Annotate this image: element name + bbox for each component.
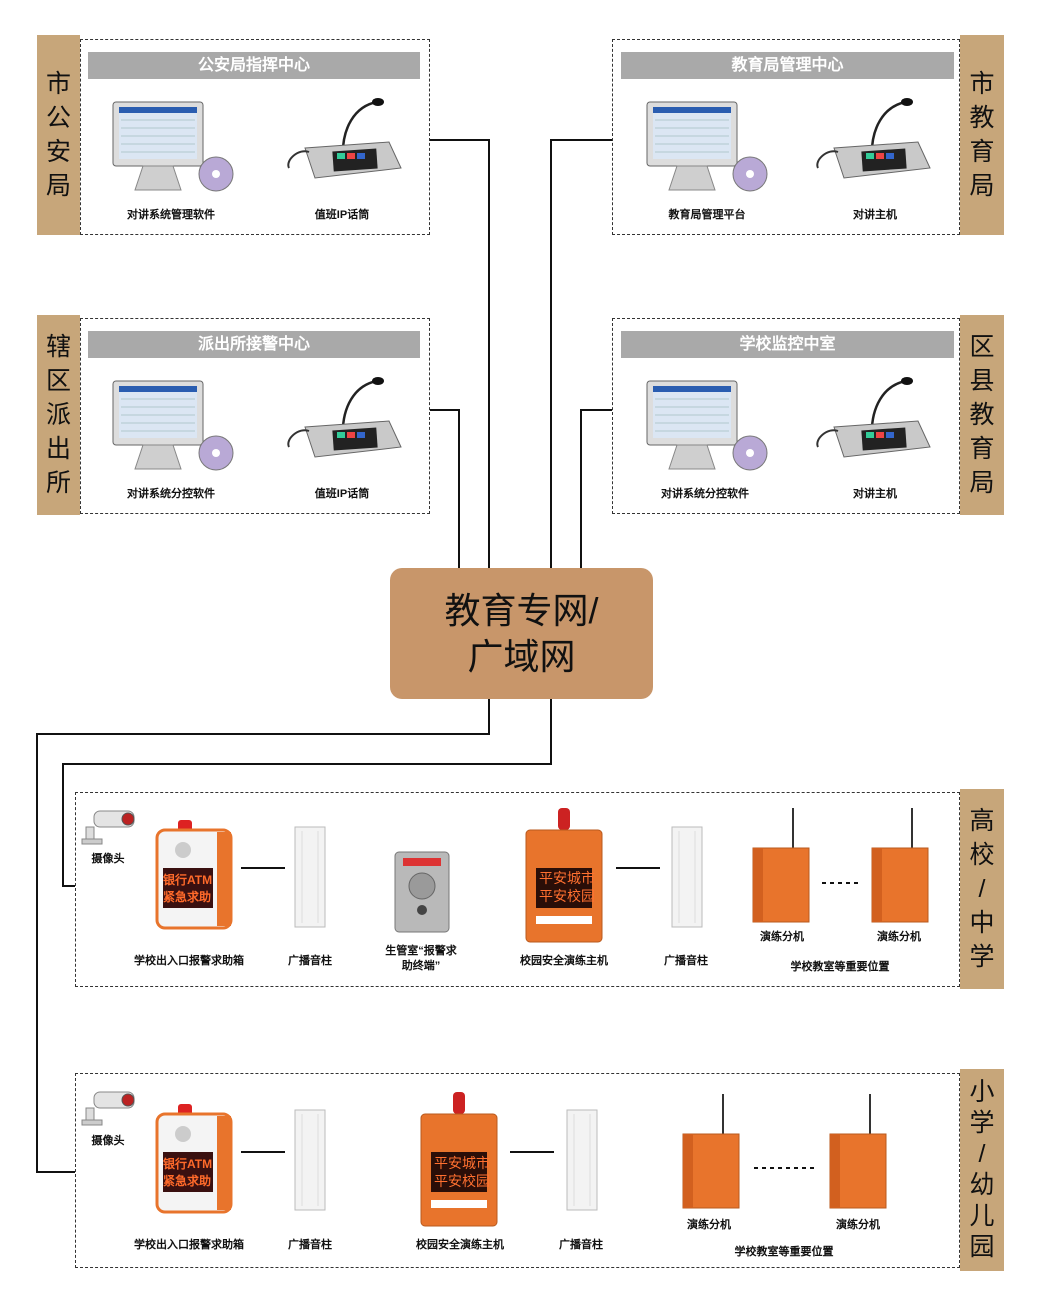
safe-led-text-2: 平安校园	[434, 1173, 490, 1189]
intercom-host-icon	[816, 98, 931, 179]
education-network-hub: 教育专网/ 广域网	[390, 568, 653, 699]
panel-primary	[75, 1073, 960, 1268]
panel-school-monitoring	[612, 318, 960, 514]
hub-line-1: 教育专网/	[444, 589, 599, 631]
connector-line	[241, 1151, 285, 1153]
atm-led-text-1: 银行ATM	[163, 873, 213, 887]
caption-speaker: 广播音柱	[664, 955, 708, 967]
caption-sub-unit: 演练分机	[760, 931, 804, 943]
side-tab-city-education: 市教 育局	[960, 35, 1004, 235]
caption-speaker: 广播音柱	[288, 1239, 332, 1251]
drill-sub-unit-icon	[752, 808, 810, 923]
connector-line	[241, 867, 285, 869]
caption-duty-mic: 值班IP话筒	[314, 209, 370, 221]
connector-line	[510, 1151, 554, 1153]
alarm-help-box-icon	[155, 820, 233, 930]
monitor-icon	[112, 380, 234, 471]
header-education-management: 教育局管理中心	[621, 52, 954, 79]
caption-sub-control-software: 对讲系统分控软件	[127, 488, 215, 500]
speaker-column-icon	[671, 826, 703, 928]
intercom-host-icon	[816, 377, 931, 458]
ip-microphone-icon	[287, 98, 402, 179]
camera-icon	[81, 1091, 135, 1126]
speaker-column-icon	[566, 1109, 598, 1211]
caption-location: 学校教室等重要位置	[734, 1246, 834, 1258]
side-tab-county-education: 区县 教育 局	[960, 315, 1004, 515]
monitor-icon	[646, 380, 768, 471]
speaker-column-icon	[294, 1109, 326, 1211]
side-tab-city-police: 市公 安局	[37, 35, 80, 235]
caption-guard-terminal: 生管室“报警求助终端”	[385, 945, 457, 972]
camera-icon	[81, 810, 135, 845]
caption-duty-mic: 值班IP话筒	[314, 488, 370, 500]
safe-led-text-1: 平安城市	[539, 870, 595, 886]
drill-sub-unit-icon	[682, 1094, 740, 1209]
atm-led-text-2: 紧急求助	[163, 890, 212, 904]
caption-education-platform: 教育局管理平台	[668, 209, 746, 221]
drill-sub-unit-icon	[871, 808, 929, 923]
speaker-column-icon	[294, 826, 326, 928]
dashed-connector-line	[754, 1167, 816, 1169]
caption-speaker: 广播音柱	[288, 955, 332, 967]
hub-line-2: 广域网	[467, 635, 576, 677]
caption-location: 学校教室等重要位置	[790, 961, 890, 973]
caption-sub-control-software: 对讲系统分控软件	[661, 488, 749, 500]
guard-terminal-icon	[394, 851, 450, 933]
caption-intercom-host: 对讲主机	[853, 209, 897, 221]
header-school-monitoring: 学校监控中室	[621, 331, 954, 358]
caption-sub-unit: 演练分机	[877, 931, 921, 943]
caption-alarm-box: 学校出入口报警求助箱	[134, 955, 244, 967]
drill-host-icon	[420, 1092, 498, 1227]
panel-police-station	[80, 318, 430, 514]
ip-microphone-icon	[287, 377, 402, 458]
caption-sub-unit: 演练分机	[836, 1219, 880, 1231]
atm-led-text-1: 银行ATM	[163, 1157, 213, 1171]
safe-led-text-2: 平安校园	[539, 888, 595, 904]
caption-camera: 摄像头	[91, 853, 125, 865]
monitor-icon	[112, 101, 234, 192]
side-tab-primary-kindergarten: 小学 /幼 儿园	[960, 1069, 1004, 1271]
caption-camera: 摄像头	[91, 1135, 125, 1147]
panel-education-management	[612, 39, 960, 235]
panel-college	[75, 792, 960, 987]
caption-sub-unit: 演练分机	[687, 1219, 731, 1231]
panel-police-command	[80, 39, 430, 235]
connector-line	[616, 867, 660, 869]
monitor-icon	[646, 101, 768, 192]
caption-speaker: 广播音柱	[559, 1239, 603, 1251]
dashed-connector-line	[822, 882, 862, 884]
header-police-command: 公安局指挥中心	[88, 52, 420, 79]
drill-host-icon	[525, 808, 603, 943]
caption-management-software: 对讲系统管理软件	[127, 209, 215, 221]
caption-drill-host: 校园安全演练主机	[416, 1239, 504, 1251]
safe-led-text-1: 平安城市	[434, 1155, 490, 1171]
side-tab-district-police: 辖区 派出 所	[37, 315, 80, 515]
caption-drill-host: 校园安全演练主机	[520, 955, 608, 967]
caption-alarm-box: 学校出入口报警求助箱	[134, 1239, 244, 1251]
caption-intercom-host: 对讲主机	[853, 488, 897, 500]
alarm-help-box-icon	[155, 1104, 233, 1214]
atm-led-text-2: 紧急求助	[163, 1174, 212, 1188]
side-tab-college-middle: 高校 /中 学	[960, 789, 1004, 989]
drill-sub-unit-icon	[829, 1094, 887, 1209]
header-police-station: 派出所接警中心	[88, 331, 420, 358]
